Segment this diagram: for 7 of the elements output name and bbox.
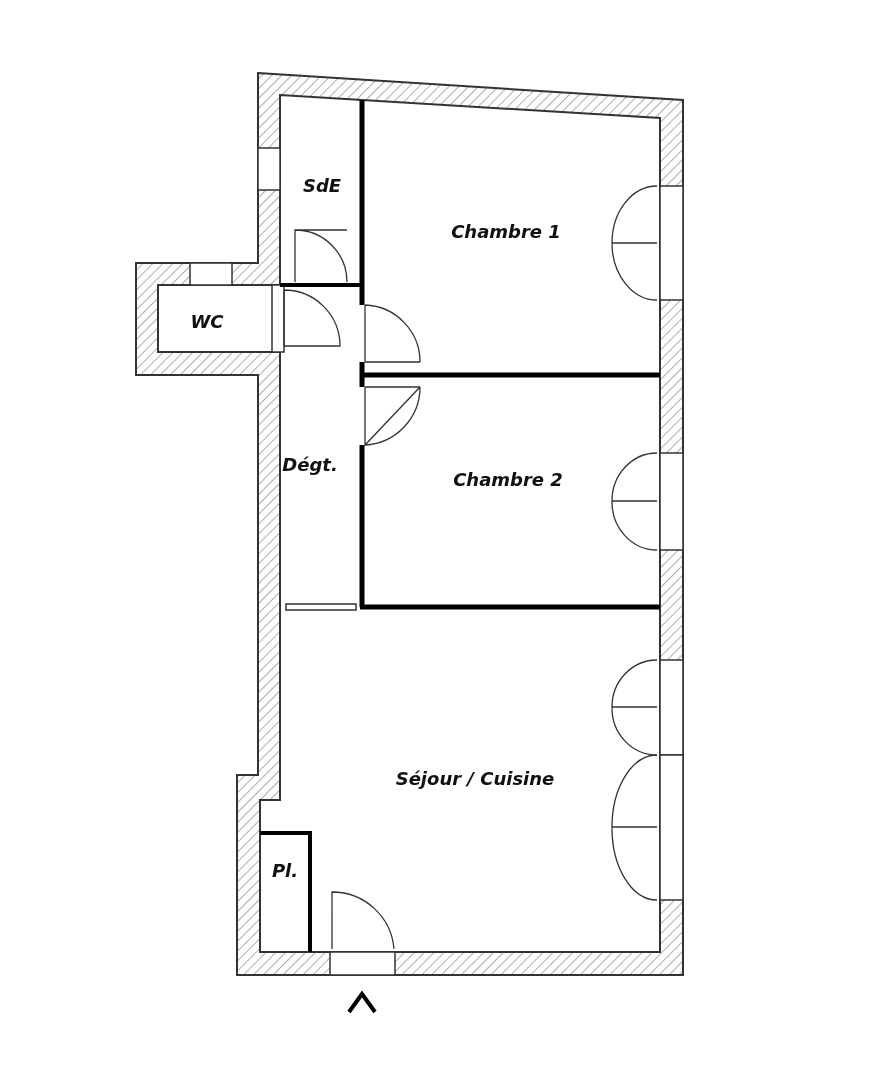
- room-label: SdE: [302, 174, 342, 196]
- room-label: Chambre 2: [453, 468, 563, 490]
- room-label: Séjour / Cuisine: [395, 767, 555, 789]
- room-label: WC: [190, 310, 224, 332]
- room-label: Dégt.: [282, 453, 338, 475]
- room-label: Pl.: [271, 859, 299, 881]
- room-label: Chambre 1: [451, 220, 561, 242]
